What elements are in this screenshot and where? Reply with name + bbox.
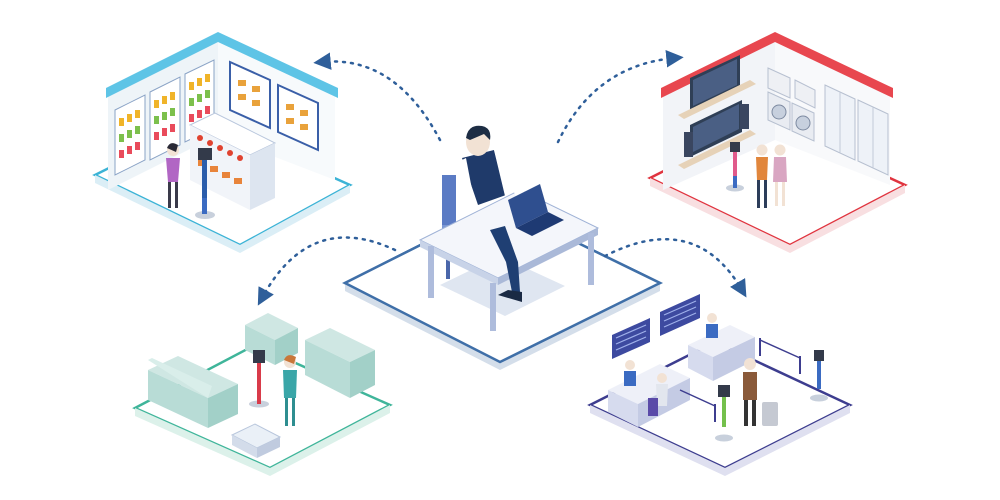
agents: [624, 313, 718, 386]
queue-rope: [679, 338, 801, 422]
shopper-person: [166, 143, 180, 208]
coffee-table: [230, 423, 282, 458]
venue-supermarket: [92, 32, 353, 253]
travelers: [648, 358, 778, 426]
telepresence-robot: [249, 350, 269, 408]
telepresence-robot: [726, 142, 744, 192]
sofa: [148, 356, 238, 428]
grocery-shelves: [114, 59, 215, 176]
sofa: [305, 328, 375, 398]
appliances: [767, 67, 889, 176]
venue-lounge: [132, 313, 393, 476]
operator-person: [458, 125, 532, 302]
telepresence-robot: [715, 350, 828, 442]
connection-arrows: [257, 50, 747, 306]
arrow-to-supermarket: [313, 52, 442, 142]
telepresence-robot: [195, 148, 215, 219]
arrow-to-electronics-store: [556, 50, 684, 144]
arrow-to-airport: [603, 237, 747, 298]
venue-airport-checkin: [587, 294, 853, 476]
flight-info-boards: [612, 294, 700, 359]
customers: [756, 144, 787, 208]
tv-display: [690, 55, 742, 157]
arrow-to-lounge: [257, 236, 397, 306]
visitor-person: [283, 355, 297, 426]
venue-electronics-store: [647, 32, 908, 253]
laptop-icon: [508, 184, 564, 236]
operator-desk: [418, 175, 600, 331]
